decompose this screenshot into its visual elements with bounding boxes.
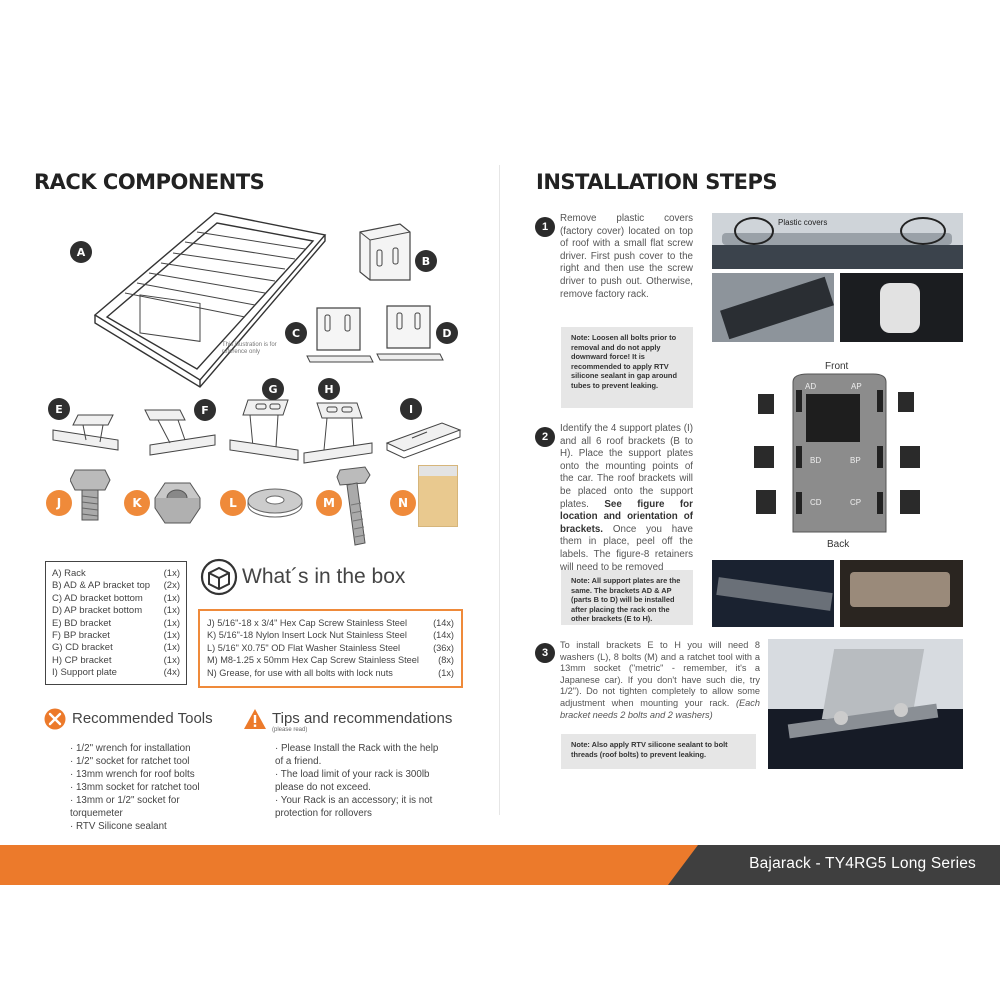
rack-components-heading: RACK COMPONENTS [34, 170, 265, 194]
diagram-label-ap: AP [851, 382, 862, 391]
tip-item: · Your Rack is an accessory; it is not p… [275, 795, 433, 819]
part-n-badge: N [390, 490, 416, 516]
step-1-number: 1 [535, 217, 555, 237]
bracket-h-illustration [303, 402, 373, 464]
screw-j-illustration [70, 469, 111, 521]
tips-subtitle: (please read) [272, 727, 308, 733]
bracket-d-illustration [376, 305, 444, 361]
component-row: E) BD bracket(1x) [52, 617, 180, 629]
diagram-label-cd: CD [810, 498, 822, 507]
step-2-text: Identify the 4 support plates (I) and al… [560, 423, 693, 573]
plastic-covers-label: Plastic covers [778, 218, 828, 227]
part-a-badge: A [70, 241, 92, 263]
installation-steps-heading: INSTALLATION STEPS [536, 170, 778, 194]
diagram-front-label: Front [825, 361, 849, 372]
part-b-badge: B [415, 250, 437, 272]
hardware-row: M) M8-1.25 x 50mm Hex Cap Screw Stainles… [207, 655, 454, 666]
cover-removal-photo-1 [712, 273, 834, 342]
bracket-f-illustration [144, 409, 216, 456]
illustration-note: This illustration is for reference only [222, 342, 277, 355]
diagram-label-ad: AD [805, 382, 817, 391]
tool-item: · RTV Silicone sealant [70, 821, 167, 832]
nut-k-illustration [154, 482, 201, 524]
tip-item: · The load limit of your rack is 300lb p… [275, 769, 430, 793]
diagram-label-bp: BP [850, 456, 861, 465]
step-1-note: Note: Loosen all bolts prior to removal … [561, 327, 693, 408]
part-d-badge: D [436, 322, 458, 344]
component-row: D) AP bracket bottom(1x) [52, 605, 180, 617]
roof-covers-photo: Plastic covers [712, 213, 963, 269]
tip-item: · Please Install the Rack with the help … [275, 743, 439, 767]
support-plate-illustration [385, 422, 462, 459]
tools-title: Recommended Tools [72, 710, 213, 727]
tool-item: · 1/2" wrench for installation [70, 743, 191, 754]
part-f-badge: F [194, 399, 216, 421]
part-l-badge: L [220, 490, 246, 516]
diagram-back-label: Back [827, 539, 850, 550]
bracket-e-illustration [52, 414, 119, 451]
hardware-list: J) 5/16"-18 x 3/4" Hex Cap Screw Stainle… [198, 609, 463, 688]
step-3-number: 3 [535, 643, 555, 663]
part-g-badge: G [262, 378, 284, 400]
step-3-text: To install brackets E to H you will need… [560, 640, 760, 720]
hardware-row: J) 5/16"-18 x 3/4" Hex Cap Screw Stainle… [207, 618, 454, 628]
washer-l-illustration [247, 488, 303, 518]
part-i-badge: I [400, 398, 422, 420]
component-row: F) BP bracket(1x) [52, 630, 180, 642]
box-title: What´s in the box [242, 565, 406, 588]
components-list: A) Rack(1x) B) AD & AP bracket top(2x) C… [45, 561, 187, 685]
tool-item: · 13mm or 1/2" socket for torquemeter [70, 795, 180, 819]
footer-accent-band [0, 845, 700, 885]
step-1-text: Remove plastic covers (factory cover) lo… [560, 213, 693, 300]
bracket-b-illustration [359, 223, 411, 281]
cover-removal-photo-2 [840, 273, 963, 342]
component-row: B) AD & AP bracket top(2x) [52, 580, 180, 592]
bracket-c-illustration [306, 307, 374, 363]
tips-title: Tips and recommendations [272, 710, 453, 727]
tools-list: · 1/2" wrench for installation · 1/2" so… [70, 742, 220, 833]
tools-icon [44, 708, 66, 730]
tool-item: · 13mm socket for ratchet tool [70, 782, 200, 793]
bracket-g-illustration [229, 399, 299, 461]
part-c-badge: C [285, 322, 307, 344]
hardware-row: K) 5/16"-18 Nylon Insert Lock Nut Stainl… [207, 630, 454, 641]
tool-item: · 1/2" socket for ratchet tool [70, 756, 190, 767]
hardware-row: N) Grease, for use with all bolts with l… [207, 667, 454, 678]
part-m-badge: M [316, 490, 342, 516]
component-row: A) Rack(1x) [52, 568, 180, 579]
hardware-row: L) 5/16" X0.75" OD Flat Washer Stainless… [207, 642, 454, 653]
support-plate-photo-2 [840, 560, 963, 627]
part-h-badge: H [318, 378, 340, 400]
part-e-badge: E [48, 398, 70, 420]
bracket-placement-diagram [754, 373, 920, 533]
step-2-note: Note: All support plates are the same. T… [561, 570, 693, 625]
tips-list: · Please Install the Rack with the help … [275, 742, 445, 820]
warning-icon [244, 709, 266, 729]
bolt-m-illustration [336, 466, 371, 546]
rack-illustration [93, 212, 327, 388]
grease-packet-n [418, 465, 458, 527]
part-k-badge: K [124, 490, 150, 516]
box-icon [200, 558, 238, 596]
diagram-label-bd: BD [810, 456, 822, 465]
component-row: G) CD bracket(1x) [52, 642, 180, 654]
footer-title: Bajarack - TY4RG5 Long Series [749, 855, 976, 872]
diagram-label-cp: CP [850, 498, 862, 507]
footer-title-band [668, 845, 1000, 885]
part-j-badge: J [46, 490, 72, 516]
tool-item: · 13mm wrench for roof bolts [70, 769, 195, 780]
component-row: I) Support plate(4x) [52, 667, 180, 679]
step-2-number: 2 [535, 427, 555, 447]
step-3-note: Note: Also apply RTV silicone sealant to… [561, 734, 756, 769]
page-divider [499, 165, 500, 815]
component-row: H) CP bracket(1x) [52, 654, 180, 666]
bracket-install-photo [768, 639, 963, 769]
support-plate-photo-1 [712, 560, 834, 627]
component-row: C) AD bracket bottom(1x) [52, 592, 180, 604]
